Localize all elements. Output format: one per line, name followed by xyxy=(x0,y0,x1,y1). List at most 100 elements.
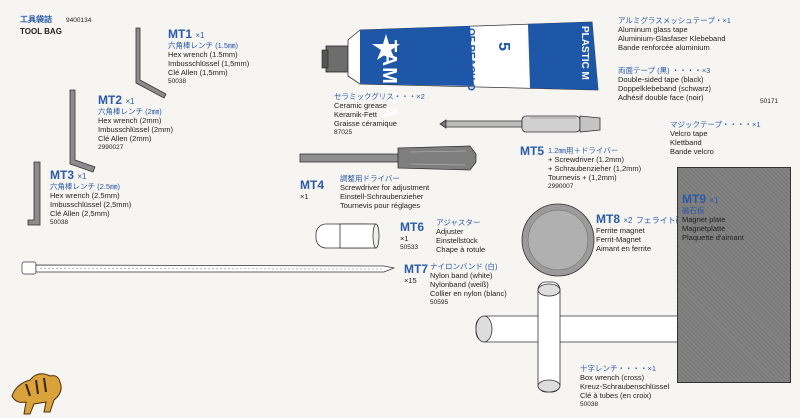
screwdriver-mt5 xyxy=(439,115,601,133)
cross-wrench xyxy=(475,281,691,393)
mt5-block: 1.2㎜用＋ドライバー + Screwdriver (1.2mm) + Schr… xyxy=(548,146,641,191)
mt5-tag: MT5 xyxy=(520,144,544,158)
cross-jp: 十字レンチ・・・・×1 xyxy=(580,364,657,373)
screwdriver-mt4 xyxy=(299,145,477,171)
mt7-tag: MT7 ×15 xyxy=(404,262,428,285)
mt7-jp: ナイロンバンド (白) xyxy=(430,262,498,271)
mt9-block: MT9 ×1 磁石板 Magnet plate Magnetplatte Pla… xyxy=(682,192,744,242)
tape3-line: Klettband xyxy=(670,138,702,147)
mt1-line: Imbusschlüssel (1,5mm) xyxy=(168,59,250,68)
mt3-code: 50038 xyxy=(50,219,69,226)
cross-line: Box wrench (cross) xyxy=(580,373,645,382)
mt9-label: MT9 xyxy=(682,192,706,206)
mt8-qty: ×2 xyxy=(623,216,633,225)
mt9-qty: ×1 xyxy=(709,196,719,205)
mt9-line: Magnet plate xyxy=(682,215,726,224)
mt5-label: MT5 xyxy=(520,144,544,158)
mt6-qty: ×1 xyxy=(400,234,409,243)
grease-jp: セラミックグリス・・・×2 xyxy=(334,92,425,101)
grease-line: Ceramic grease xyxy=(334,101,387,110)
mt1-label: MT1 xyxy=(168,27,192,41)
mt1-code: 50038 xyxy=(168,78,187,85)
mt6-tag: MT6 ×1 50533 xyxy=(400,220,424,252)
mt4-jp: 調整用ドライバー xyxy=(340,174,400,183)
mt6-line: Einstellstück xyxy=(436,236,478,245)
tape2-block: 両面テープ (黒) ・・・・×3 Double-sided tape (blac… xyxy=(618,66,711,102)
magnet-plate: MT9 ×1 磁石板 Magnet plate Magnetplatte Pla… xyxy=(677,167,791,383)
mt9-line: Magnetplatte xyxy=(682,224,726,233)
mt6-code: 50533 xyxy=(400,244,419,251)
mt3-line: Clé Allen (2,5mm) xyxy=(50,209,110,218)
tamiya-star-icon xyxy=(372,34,400,60)
hex-wrench-mt1 xyxy=(135,27,167,99)
mt6-label: MT6 xyxy=(400,220,424,234)
mt2-line: Imbusschlüssel (2mm) xyxy=(98,125,174,134)
tape1-block: アルミグラスメッシュテープ・×1 Aluminum glass tape Alu… xyxy=(618,16,731,52)
mt7-line: Nylon band (white) xyxy=(430,271,493,280)
mt4-line: Einstell-Schraubenzieher xyxy=(340,192,424,201)
mt7-block: ナイロンバンド (白) Nylon band (white) Nylonband… xyxy=(430,262,507,307)
mt4-tag: MT4 ×1 xyxy=(300,178,324,201)
mt2-line: Hex wrench (2mm) xyxy=(98,116,162,125)
tape3-block: マジックテープ・・・・×1 Velcro tape Klettband Band… xyxy=(670,120,761,156)
tube-num: 5 xyxy=(495,42,512,51)
mt7-code: 50595 xyxy=(430,299,449,306)
mt8-jp: フェライト磁石 xyxy=(635,216,692,225)
mt9-jp: 磁石板 xyxy=(682,206,705,215)
mt2-jp: 六角棒レンチ (2㎜) xyxy=(98,107,162,116)
tape1-jp: アルミグラスメッシュテープ・×1 xyxy=(618,16,731,25)
grease-block: セラミックグリス・・・×2 Ceramic grease Keramik-Fet… xyxy=(334,92,425,137)
tape3-line: Velcro tape xyxy=(670,129,708,138)
cross-line: Kreuz-Schraubenschlüssel xyxy=(580,382,670,391)
mt4-block: 調整用ドライバー Screwdriver for adjustment Eins… xyxy=(340,174,429,210)
tape2-jp: 両面テープ (黒) ・・・・×3 xyxy=(618,66,711,75)
cross-code: 50038 xyxy=(580,401,599,408)
tape2-line: Double-sided tape (black) xyxy=(618,75,704,84)
mt3-qty: ×1 xyxy=(77,172,87,181)
mt5-line: + Screwdriver (1.2mm) xyxy=(548,155,625,164)
mt9-line: Plaquette d'aimant xyxy=(682,233,744,242)
mt1-line: Clé Allen (1,5mm) xyxy=(168,68,228,77)
mt4-qty: ×1 xyxy=(300,192,309,201)
adjuster-mt6 xyxy=(315,223,380,249)
mt2-block: MT2 ×1 六角棒レンチ (2㎜) Hex wrench (2mm) Imbu… xyxy=(98,93,173,152)
mt5-line: Tournevis + (1,2mm) xyxy=(548,173,617,182)
grease-line: Graisse céramique xyxy=(334,119,397,128)
mt5-line: + Schraubenzieher (1,2mm) xyxy=(548,164,642,173)
mt3-block: MT3 ×1 六角棒レンチ (2.5㎜) Hex wrench (2.5mm) … xyxy=(50,168,131,227)
mt6-line: Adjuster xyxy=(436,227,464,236)
mt2-label: MT2 xyxy=(98,93,122,107)
tape2-code: 50171 xyxy=(760,98,779,105)
hex-wrench-mt3 xyxy=(27,161,41,226)
mt1-line: Hex wrench (1.5mm) xyxy=(168,50,238,59)
mt3-jp: 六角棒レンチ (2.5㎜) xyxy=(50,182,121,191)
mt6-block: アジャスター Adjuster Einstellstück Chape à ro… xyxy=(436,218,485,254)
grease-tube xyxy=(321,21,599,91)
header: 工具袋詰 TOOL BAG xyxy=(20,14,62,36)
mt2-line: Clé Allen (2mm) xyxy=(98,134,152,143)
cross-line: Clé à tubes (en croix) xyxy=(580,391,652,400)
cross-block: 十字レンチ・・・・×1 Box wrench (cross) Kreuz-Sch… xyxy=(580,364,669,409)
tape1-line: Bande renforcée aluminium xyxy=(618,43,710,52)
mt1-block: MT1 ×1 六角棒レンチ (1.5㎜) Hex wrench (1.5mm) … xyxy=(168,27,249,86)
mt3-label: MT3 xyxy=(50,168,74,182)
mt8-block: MT8 ×2 フェライト磁石 Ferrite magnet Ferrit-Mag… xyxy=(596,212,692,253)
mt1-jp: 六角棒レンチ (1.5㎜) xyxy=(168,41,239,50)
mt3-line: Hex wrench (2.5mm) xyxy=(50,191,120,200)
mt3-line: Imbusschlüssel (2,5mm) xyxy=(50,200,132,209)
mt7-line: Nylonband (weiß) xyxy=(430,280,489,289)
header-jp: 工具袋詰 xyxy=(20,15,52,24)
mt2-code: 2990027 xyxy=(98,144,124,151)
mt7-line: Collier en nylon (blanc) xyxy=(430,289,507,298)
hex-wrench-mt2 xyxy=(69,89,96,173)
mt5-code: 2990007 xyxy=(548,183,574,190)
mt7-qty: ×15 xyxy=(404,276,417,285)
ferrite-magnet-mt8 xyxy=(521,203,595,277)
header-code: 9400134 xyxy=(66,17,92,24)
mt4-line: Tournevis pour réglages xyxy=(340,201,421,210)
nylon-band-mt7 xyxy=(21,261,396,275)
tape1-line: Aluminium-Glasfaser Klebeband xyxy=(618,34,726,43)
tape2-line: Adhésif double face (noir) xyxy=(618,93,704,102)
mt5-jp: 1.2㎜用＋ドライバー xyxy=(548,146,619,155)
